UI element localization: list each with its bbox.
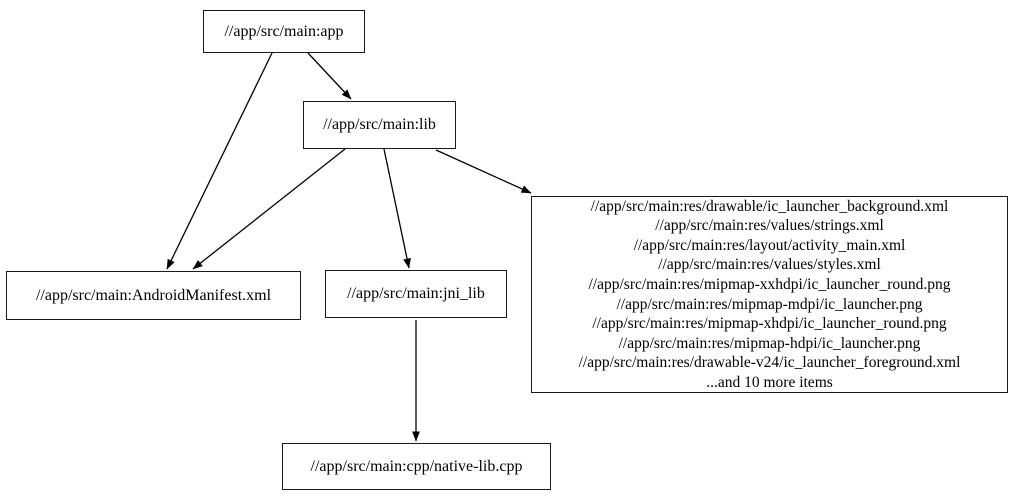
node-android-manifest-label: //app/src/main:AndroidManifest.xml bbox=[35, 286, 272, 304]
res-file-item: //app/src/main:res/values/strings.xml bbox=[655, 217, 884, 235]
res-file-item: //app/src/main:res/mipmap-xhdpi/ic_launc… bbox=[592, 315, 947, 333]
res-file-item: //app/src/main:res/drawable-v24/ic_launc… bbox=[578, 354, 961, 372]
node-jni-lib: //app/src/main:jni_lib bbox=[325, 270, 507, 318]
edge-lib-manifest bbox=[192, 148, 346, 270]
res-file-item: //app/src/main:res/drawable/ic_launcher_… bbox=[590, 197, 949, 215]
node-app: //app/src/main:app bbox=[203, 10, 365, 53]
node-native-lib-cpp: //app/src/main:cpp/native-lib.cpp bbox=[282, 443, 551, 490]
node-res-files: //app/src/main:res/drawable/ic_launcher_… bbox=[531, 196, 1008, 393]
node-lib-label: //app/src/main:lib bbox=[323, 116, 436, 134]
node-lib: //app/src/main:lib bbox=[303, 101, 456, 149]
node-native-lib-cpp-label: //app/src/main:cpp/native-lib.cpp bbox=[310, 457, 523, 475]
res-file-item: //app/src/main:res/layout/activity_main.… bbox=[633, 236, 906, 254]
res-file-item: //app/src/main:res/mipmap-xxhdpi/ic_laun… bbox=[588, 275, 951, 293]
edge-app-lib bbox=[307, 52, 352, 100]
node-app-label: //app/src/main:app bbox=[224, 22, 344, 40]
node-android-manifest: //app/src/main:AndroidManifest.xml bbox=[6, 271, 301, 320]
edge-lib-jni-lib bbox=[383, 148, 411, 269]
edge-lib-res bbox=[435, 149, 532, 194]
res-file-item: //app/src/main:res/mipmap-hdpi/ic_launch… bbox=[618, 334, 921, 352]
res-more-items: ...and 10 more items bbox=[706, 373, 833, 391]
res-file-item: //app/src/main:res/mipmap-mdpi/ic_launch… bbox=[616, 295, 923, 313]
edge-app-manifest bbox=[166, 52, 273, 270]
res-file-item: //app/src/main:res/values/styles.xml bbox=[658, 256, 881, 274]
node-jni-lib-label: //app/src/main:jni_lib bbox=[347, 285, 485, 303]
